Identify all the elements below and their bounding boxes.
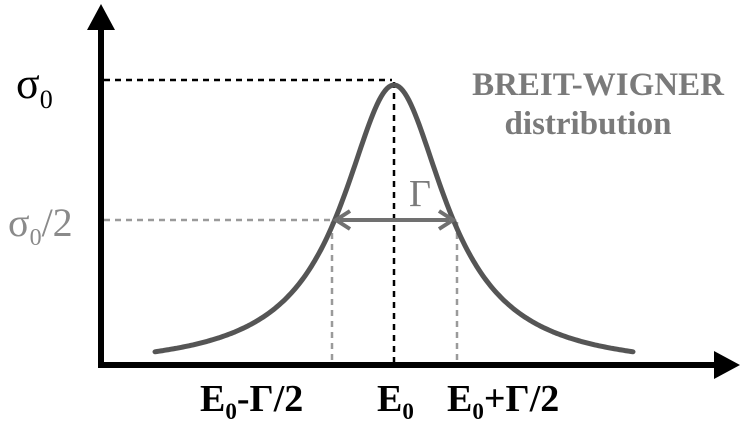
y-axis-arrowhead xyxy=(87,4,115,30)
title-line-1: BREIT-WIGNER xyxy=(472,67,725,103)
x-label-left: E0-Γ/2 xyxy=(200,378,303,424)
x-axis-arrowhead xyxy=(714,351,740,379)
x-label-left-subscript: 0 xyxy=(225,399,237,424)
x-label-center: E0 xyxy=(377,378,414,424)
width-arrow-left-head xyxy=(332,209,352,231)
half-max-label-subscript: 0 xyxy=(30,225,42,251)
x-label-right: E0+Γ/2 xyxy=(447,378,559,424)
x-label-center-subscript: 0 xyxy=(402,399,414,424)
x-label-right-subscript: 0 xyxy=(472,399,484,424)
peak-label-subscript: 0 xyxy=(40,85,53,114)
width-arrow-right-head xyxy=(437,209,457,231)
width-label: Γ xyxy=(409,173,431,215)
breit-wigner-curve xyxy=(152,82,636,355)
half-max-label: σ0/2 xyxy=(8,200,73,251)
title-line-2: distribution xyxy=(505,106,672,142)
peak-label: σ0 xyxy=(16,59,53,114)
